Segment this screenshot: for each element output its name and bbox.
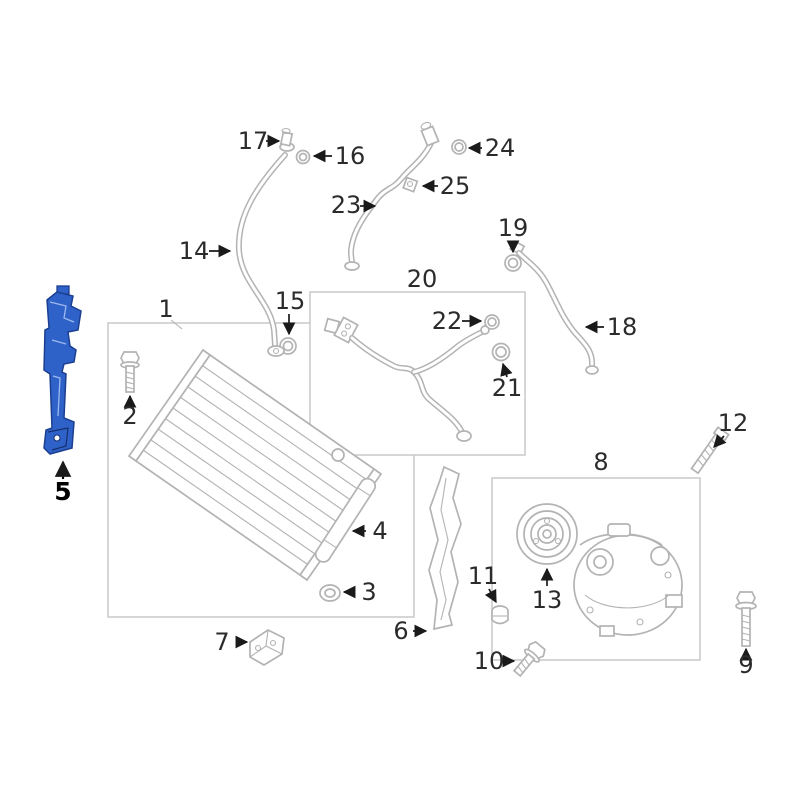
callout-2-label: 2 [122,402,137,430]
callout-19-label: 19 [498,214,529,242]
part-2-bolt-drawing [120,351,140,393]
baffle-facet-2 [51,339,67,345]
callout-8-label: 8 [593,448,608,476]
callout-18-label: 18 [607,313,638,341]
arrow-21 [500,362,513,378]
part-4-receiver-drier-drawing [314,477,377,563]
part-17-fitting-drawing [279,127,295,152]
part-19-oring-drawing [504,254,522,272]
arrow-12 [713,434,727,448]
arrow-11 [484,588,497,604]
callout-25-label: 25 [440,172,471,200]
part-3-oring-drawing [319,584,341,602]
callout-9-label: 9 [738,651,753,679]
part-10-bolt-drawing [512,640,546,678]
part-22-oring-drawing [484,314,500,330]
callout-5-label: 5 [54,477,71,506]
part-14-hose-drawing [235,152,288,357]
baffle-foot-hole [53,434,61,442]
part-11-cap-drawing [491,605,509,625]
part-21-oring-drawing [491,342,511,362]
callout-13-label: 13 [532,586,563,614]
part-9-bolt-drawing [735,591,757,647]
callout-12-label: 12 [718,409,749,437]
part-13-pulley-drawing [516,503,578,565]
callout-4-label: 4 [372,517,387,545]
callout-10-label: 10 [474,647,505,675]
part-24-oring-drawing [451,139,467,155]
callout-17-label: 17 [238,127,269,155]
callout-22-label: 22 [432,307,463,335]
part-20-pipe-assembly-drawing [323,316,490,442]
part-7-bracket-drawing [249,629,285,666]
part-23-hose-drawing [344,121,440,271]
callout-15-label: 15 [275,287,306,315]
callout-24-label: 24 [485,134,516,162]
baffle-body [43,291,82,455]
part-5-air-baffle-drawing [43,285,82,455]
baffle-facet-1 [49,301,75,323]
part-6-air-guide-drawing [428,465,462,631]
callout-1-label: 1 [158,295,173,323]
callout-14-label: 14 [179,237,210,265]
part-1-condenser-drawing [127,348,383,582]
callout-11-label: 11 [468,562,499,590]
callout-labels: 17 16 24 25 23 14 19 20 15 1 22 18 21 2 … [54,127,753,679]
callout-21-label: 21 [492,374,523,402]
callout-3-label: 3 [361,578,376,606]
condenser-bracket-hole [331,448,345,462]
callout-arrows [54,134,753,668]
callout-23-label: 23 [331,191,362,219]
leader-line-1 [170,319,183,330]
assembly-end-flange [456,430,472,442]
part-25-fitting-drawing [402,176,419,193]
callout-16-label: 16 [335,142,366,170]
callout-6-label: 6 [393,617,408,645]
baffle-foot-line [47,427,69,451]
hose14-flange [267,345,285,357]
hose23-flange [344,261,360,271]
condenser-fins [142,365,368,565]
callout-7-label: 7 [214,628,229,656]
baffle-facet-3 [52,375,61,417]
part-16-oring-drawing [295,149,311,165]
part-8-compressor-drawing [573,523,683,637]
callout-20-label: 20 [407,265,438,293]
